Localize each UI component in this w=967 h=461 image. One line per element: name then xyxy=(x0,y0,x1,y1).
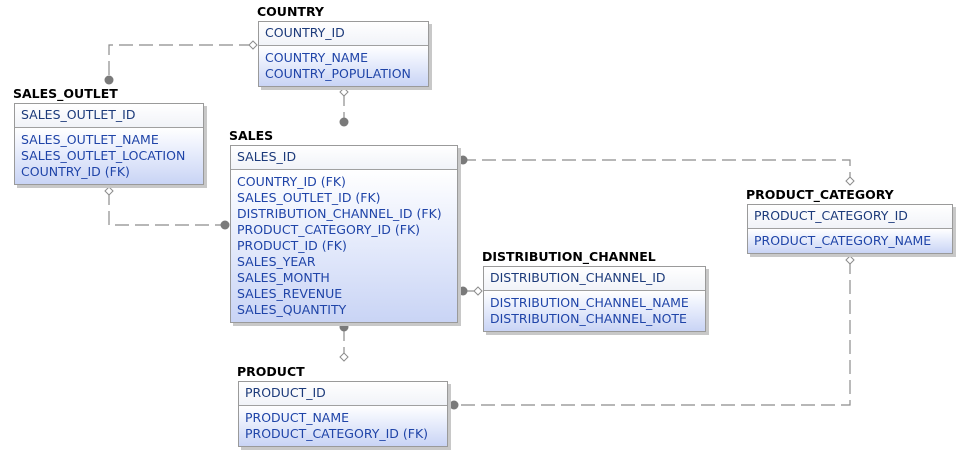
primary-key-section: PRODUCT_CATEGORY_ID xyxy=(748,205,952,229)
connector-product-category-product xyxy=(454,260,851,406)
attribute: SALES_MONTH xyxy=(237,270,330,285)
attribute: COUNTRY_ID (FK) xyxy=(21,164,130,179)
attribute: DISTRIBUTION_CHANNEL_NOTE xyxy=(490,311,687,326)
entity-title: SALES_OUTLET xyxy=(13,86,118,101)
entity-distribution-channel[interactable]: DISTRIBUTION_CHANNEL DISTRIBUTION_CHANNE… xyxy=(482,249,706,332)
connector-end-diamond xyxy=(339,352,349,362)
attribute-section: PRODUCT_NAME PRODUCT_CATEGORY_ID (FK) xyxy=(239,406,447,446)
pk-attribute: SALES_OUTLET_ID xyxy=(21,107,136,122)
entity-box: COUNTRY_ID COUNTRY_NAME COUNTRY_POPULATI… xyxy=(258,21,429,87)
primary-key-section: COUNTRY_ID xyxy=(259,22,428,46)
attribute: PRODUCT_CATEGORY_ID (FK) xyxy=(245,426,429,441)
connector-end-dot xyxy=(449,400,459,410)
entity-sales[interactable]: SALES SALES_ID COUNTRY_ID (FK) SALES_OUT… xyxy=(229,128,458,323)
attribute: SALES_YEAR xyxy=(237,254,316,269)
pk-attribute: PRODUCT_ID xyxy=(245,385,326,400)
attribute-section: SALES_OUTLET_NAME SALES_OUTLET_LOCATION … xyxy=(15,128,203,184)
pk-attribute: SALES_ID xyxy=(237,149,297,164)
connector-end-diamond xyxy=(473,286,483,296)
attribute: SALES_QUANTITY xyxy=(237,302,347,317)
attribute: COUNTRY_NAME xyxy=(265,50,369,65)
pk-attribute: PRODUCT_CATEGORY_ID xyxy=(754,208,908,223)
connector-end-dot xyxy=(339,117,349,127)
attribute: SALES_OUTLET_ID (FK) xyxy=(237,190,381,205)
attribute: DISTRIBUTION_CHANNEL_NAME xyxy=(490,295,689,310)
entity-title: DISTRIBUTION_CHANNEL xyxy=(482,249,656,264)
connector-end-diamond xyxy=(845,176,855,186)
primary-key-section: DISTRIBUTION_CHANNEL_ID xyxy=(484,267,705,291)
attribute: DISTRIBUTION_CHANNEL_ID (FK) xyxy=(237,206,442,221)
attribute: COUNTRY_POPULATION xyxy=(265,66,411,81)
attribute: SALES_REVENUE xyxy=(237,286,343,301)
primary-key-section: SALES_ID xyxy=(231,146,457,170)
entity-title: COUNTRY xyxy=(257,4,324,19)
connector-end-dot xyxy=(220,220,230,230)
connector-sales-outlet-sales xyxy=(108,191,226,226)
entity-product-category[interactable]: PRODUCT_CATEGORY PRODUCT_CATEGORY_ID PRO… xyxy=(746,187,953,254)
entity-box: SALES_ID COUNTRY_ID (FK) SALES_OUTLET_ID… xyxy=(230,145,458,323)
primary-key-section: SALES_OUTLET_ID xyxy=(15,104,203,128)
connector-end-diamond xyxy=(845,255,855,265)
attribute-section: COUNTRY_NAME COUNTRY_POPULATION xyxy=(259,46,428,86)
pk-attribute: COUNTRY_ID xyxy=(265,25,345,40)
attribute: PRODUCT_CATEGORY_ID (FK) xyxy=(237,222,421,237)
entity-box: PRODUCT_CATEGORY_ID PRODUCT_CATEGORY_NAM… xyxy=(747,204,953,254)
entity-title: PRODUCT_CATEGORY xyxy=(746,187,894,202)
connector-end-diamond xyxy=(104,186,114,196)
entity-box: SALES_OUTLET_ID SALES_OUTLET_NAME SALES_… xyxy=(14,103,204,185)
entity-title: PRODUCT xyxy=(237,364,305,379)
connector-end-diamond xyxy=(339,87,349,97)
connector-end-diamond xyxy=(248,40,258,50)
attribute: SALES_OUTLET_LOCATION xyxy=(21,148,186,163)
attribute: SALES_OUTLET_NAME xyxy=(21,132,159,147)
attribute: PRODUCT_ID (FK) xyxy=(237,238,347,253)
entity-box: PRODUCT_ID PRODUCT_NAME PRODUCT_CATEGORY… xyxy=(238,381,448,447)
entity-sales-outlet[interactable]: SALES_OUTLET SALES_OUTLET_ID SALES_OUTLE… xyxy=(13,86,204,185)
attribute-section: PRODUCT_CATEGORY_NAME xyxy=(748,229,952,253)
primary-key-section: PRODUCT_ID xyxy=(239,382,447,406)
entity-product[interactable]: PRODUCT PRODUCT_ID PRODUCT_NAME PRODUCT_… xyxy=(237,364,448,447)
attribute: PRODUCT_CATEGORY_NAME xyxy=(754,233,932,248)
connector-end-dot xyxy=(339,322,349,332)
entity-title: SALES xyxy=(229,128,274,143)
connector-end-dot xyxy=(104,75,114,85)
connector-end-dot xyxy=(458,155,468,165)
connector-end-dot xyxy=(458,286,468,296)
pk-attribute: DISTRIBUTION_CHANNEL_ID xyxy=(490,270,666,285)
attribute-section: DISTRIBUTION_CHANNEL_NAME DISTRIBUTION_C… xyxy=(484,291,705,331)
entity-country[interactable]: COUNTRY COUNTRY_ID COUNTRY_NAME COUNTRY_… xyxy=(257,4,429,87)
entity-box: DISTRIBUTION_CHANNEL_ID DISTRIBUTION_CHA… xyxy=(483,266,706,332)
connector-country-sales-outlet xyxy=(108,44,253,80)
attribute-section: COUNTRY_ID (FK) SALES_OUTLET_ID (FK) DIS… xyxy=(231,170,457,322)
attribute: PRODUCT_NAME xyxy=(245,410,350,425)
connector-sales-product-category xyxy=(462,159,851,181)
attribute: COUNTRY_ID (FK) xyxy=(237,174,346,189)
